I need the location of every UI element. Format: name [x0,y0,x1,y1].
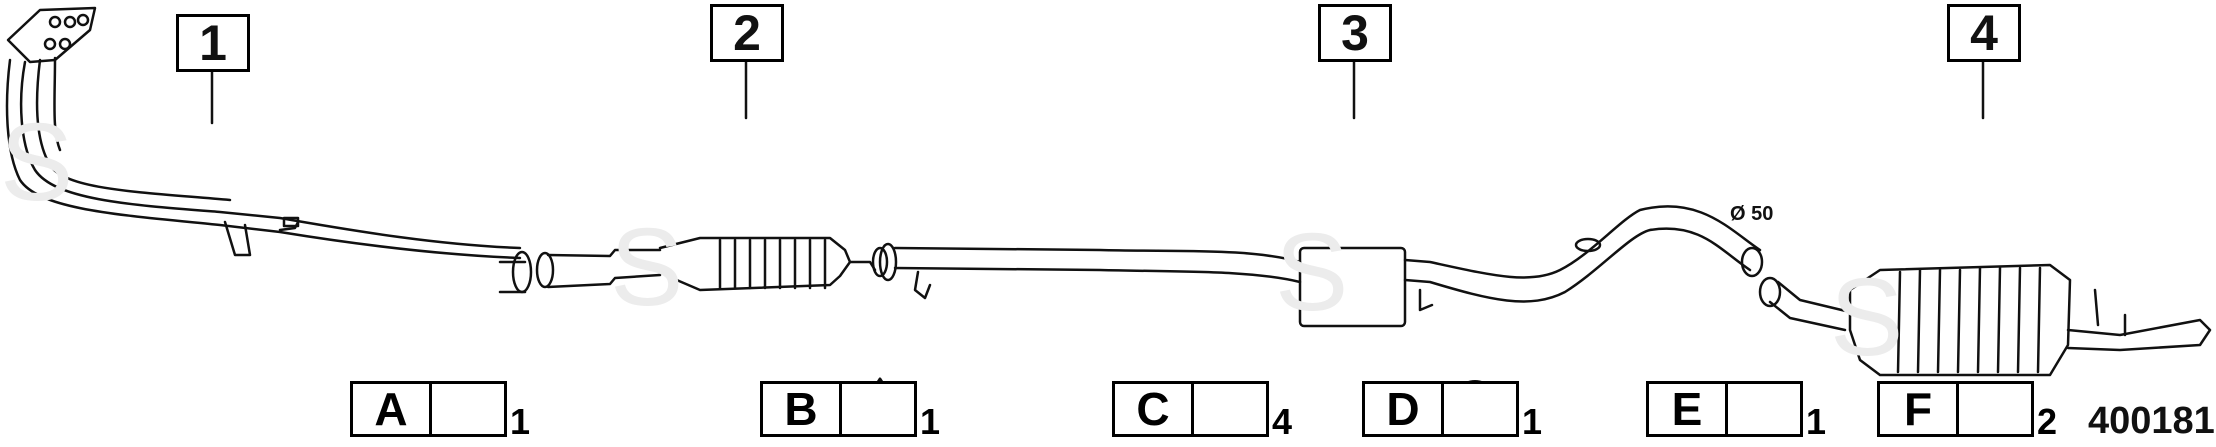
kit-item-b: B 1 [760,377,941,442]
kit-item-c: C 4 [1112,377,1293,442]
center-silencer [878,205,1764,328]
watermark-s: S [1830,256,1903,379]
kit-icon-cell [842,384,914,434]
kit-icon-cell [1959,384,2031,434]
part-label-2: 2 [710,4,784,62]
kit-letter: A [353,383,432,435]
kit-item-e: E 1 [1646,377,1827,442]
kit-letter: E [1649,383,1728,435]
kit-letter: F [1880,383,1959,435]
kit-icon-cell [432,384,504,434]
kit-quantity: 1 [920,401,941,442]
rear-silencer [1758,263,2212,377]
front-pipe-manifold [5,6,533,294]
kit-letter: C [1115,383,1194,435]
part-label-3: 3 [1318,4,1392,62]
kit-letter: B [763,383,842,435]
catalytic-converter [535,236,889,292]
kit-item-d: D 1 [1362,377,1543,442]
kit-icon-cell [1444,384,1516,434]
part-label-1: 1 [176,14,250,72]
kit-quantity: 1 [510,401,531,442]
diagram-id: 400181 [2088,400,2215,442]
kit-icon-cell [1728,384,1800,434]
kit-quantity: 2 [2037,401,2058,442]
kit-quantity: 1 [1806,401,1827,442]
kit-quantity: 1 [1522,401,1543,442]
part-label-4: 4 [1947,4,2021,62]
diameter-note: Ø 50 [1730,203,1774,225]
kit-item-a: A 1 [350,377,531,442]
kit-icon-cell [1194,384,1266,434]
kit-quantity: 4 [1272,401,1293,442]
kit-letter: D [1365,383,1444,435]
kit-item-f: F 2 [1877,377,2058,442]
watermark-s: S [1275,211,1348,334]
watermark-s: S [0,101,73,224]
watermark-s: S [610,206,683,329]
